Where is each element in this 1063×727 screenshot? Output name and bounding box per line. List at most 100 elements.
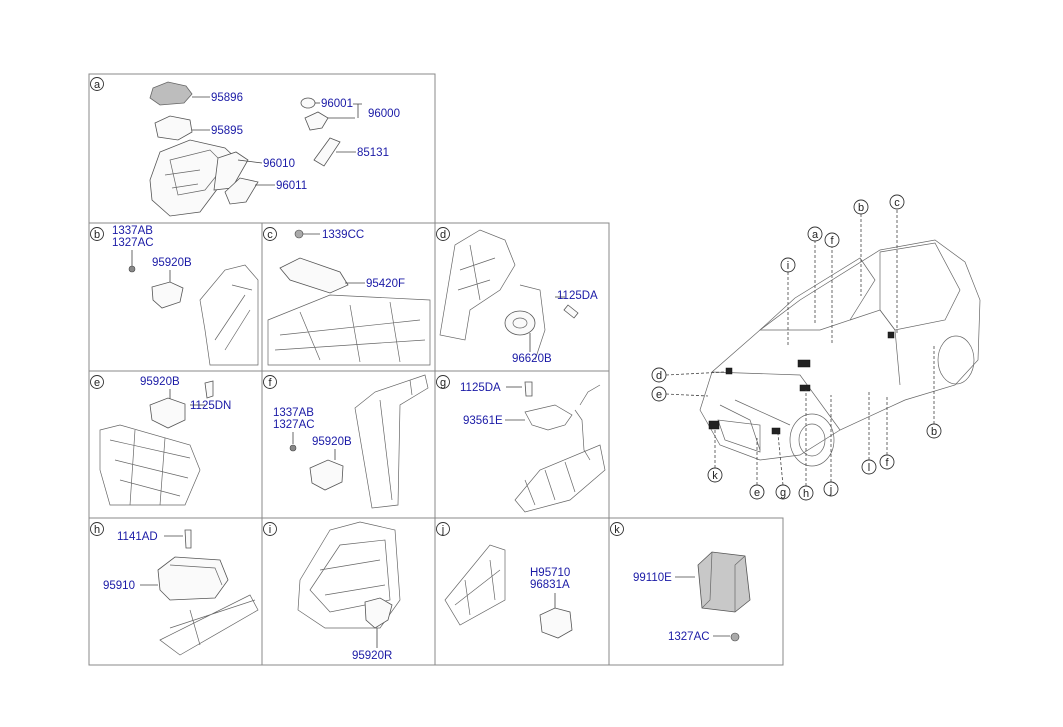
lower-cover-drawing: [224, 177, 259, 205]
part-label-95420F: 95420F: [366, 278, 405, 290]
camera-sensor-drawing: [304, 111, 329, 131]
wiring-harness-drawing: [524, 384, 601, 461]
panel-a: a 95896 95895 96010 96011 96001 96000 85…: [90, 77, 400, 217]
impact-sensor-drawing: [151, 281, 184, 309]
part-label-1141AD: 1141AD: [117, 531, 158, 543]
panel-j-letter-badge: j: [436, 522, 450, 536]
part-label-96620B: 96620B: [512, 353, 552, 365]
svg-text:f: f: [268, 377, 272, 389]
panel-h-letter-badge: h: [90, 522, 104, 536]
panel-e-letter-badge: e: [90, 375, 104, 389]
impact-sensor-drawing: [149, 397, 186, 429]
svg-text:b: b: [931, 426, 937, 438]
part-label-1327AC-f: 1327AC: [273, 419, 315, 431]
svg-text:b: b: [94, 229, 100, 241]
panel-g-letter-badge: g: [436, 375, 450, 389]
part-label-85131: 85131: [357, 147, 389, 159]
svg-text:h: h: [803, 488, 809, 500]
part-label-95920B: 95920B: [152, 257, 192, 269]
panel-c-letter-badge: c: [263, 227, 277, 241]
panel-k-letter-badge: k: [610, 522, 624, 536]
marker-c: [887, 331, 895, 339]
svg-text:f: f: [885, 457, 889, 469]
part-label-95920B-e: 95920B: [140, 376, 180, 388]
svg-text:c: c: [894, 197, 900, 209]
part-label-95920R: 95920R: [352, 650, 392, 662]
sensor-bracket-drawing: [154, 115, 193, 141]
part-label-96011: 96011: [276, 180, 307, 192]
svg-text:h: h: [94, 524, 100, 536]
svg-text:g: g: [780, 487, 786, 499]
panel-f: f 1337AB 1327AC 95920B: [263, 374, 429, 509]
callout-j: j: [823, 481, 839, 497]
svg-text:g: g: [440, 377, 446, 389]
trim-cover-drawing: [313, 137, 341, 167]
svg-text:k: k: [614, 524, 620, 536]
part-label-1327AC-k: 1327AC: [668, 631, 710, 643]
part-label-1125DA-g: 1125DA: [460, 382, 501, 394]
callout-d: d: [651, 367, 667, 383]
horn-drawing: [504, 310, 536, 336]
svg-text:l: l: [868, 462, 870, 474]
part-label-1339CC: 1339CC: [322, 229, 364, 241]
panel-d: d 1125DA 96620B: [436, 227, 598, 365]
svg-text:i: i: [269, 524, 271, 536]
callout-c: c: [889, 194, 905, 210]
svg-text:j: j: [441, 524, 444, 536]
panel-a-letter-badge: a: [90, 77, 104, 91]
svg-text:d: d: [440, 229, 446, 241]
svg-text:e: e: [94, 377, 100, 389]
callout-i: i: [780, 257, 796, 273]
panel-e: e 95920B 1125DN: [90, 375, 231, 506]
part-label-95896: 95896: [211, 92, 243, 104]
panel-j: j H95710 96831A: [436, 522, 573, 639]
callout-e-bottom: e: [749, 484, 765, 500]
part-label-1327AC: 1327AC: [112, 237, 154, 249]
svg-text:b: b: [858, 202, 864, 214]
bolt-drawing: [294, 229, 304, 239]
marker-k: [708, 420, 720, 430]
marker-g: [771, 427, 781, 435]
part-label-1337AB: 1337AB: [112, 225, 153, 237]
panel-d-letter-badge: d: [436, 227, 450, 241]
part-label-99110E: 99110E: [633, 572, 672, 584]
svg-text:f: f: [830, 235, 834, 247]
part-label-96010: 96010: [263, 158, 295, 170]
side-impact-sensor-drawing: [364, 597, 393, 629]
callout-e-left: e: [651, 386, 667, 402]
panel-g: g 1125DA 93561E: [436, 375, 606, 513]
radar-module-drawing: [697, 551, 751, 613]
rain-sensor-cover-drawing: [149, 81, 193, 106]
part-label-1125DN: 1125DN: [190, 400, 231, 412]
bolt-drawing: [184, 529, 192, 549]
part-label-95895: 95895: [211, 125, 243, 137]
part-label-H95710: H95710: [530, 567, 570, 579]
nut-drawing: [730, 632, 740, 642]
bracket-drawing: [279, 257, 349, 294]
part-label-96000: 96000: [368, 108, 400, 120]
callout-a: a: [807, 226, 823, 242]
panel-i: i 95920R: [263, 521, 401, 662]
vehicle-overview: a b c d e f g h i j k l e f b: [651, 194, 981, 501]
nut-drawing: [128, 265, 136, 273]
airbag-control-unit-drawing: [157, 556, 229, 601]
callout-f-top: f: [824, 232, 840, 248]
panel-b: b 1337AB 1327AC 95920B: [90, 225, 259, 366]
svg-text:j: j: [829, 484, 832, 496]
callout-h: h: [798, 485, 814, 501]
part-label-96831A: 96831A: [530, 579, 570, 591]
cover-strip-drawing: [213, 151, 249, 191]
marker-h: [799, 384, 811, 392]
part-label-1125DA-d: 1125DA: [557, 290, 598, 302]
marker-a: [797, 359, 811, 368]
panel-b-letter-badge: b: [90, 227, 104, 241]
callout-l: l: [861, 459, 877, 475]
grommet-drawing: [300, 97, 316, 109]
panel-frames: [88, 73, 784, 666]
sensor-unit-drawing: [539, 607, 573, 639]
bolt-drawing: [524, 381, 533, 397]
callout-f-bottom: f: [879, 454, 895, 470]
panel-c: c 1339CC 95420F: [263, 227, 431, 366]
part-label-95920B-f: 95920B: [312, 436, 352, 448]
callout-b-top: b: [853, 199, 869, 215]
